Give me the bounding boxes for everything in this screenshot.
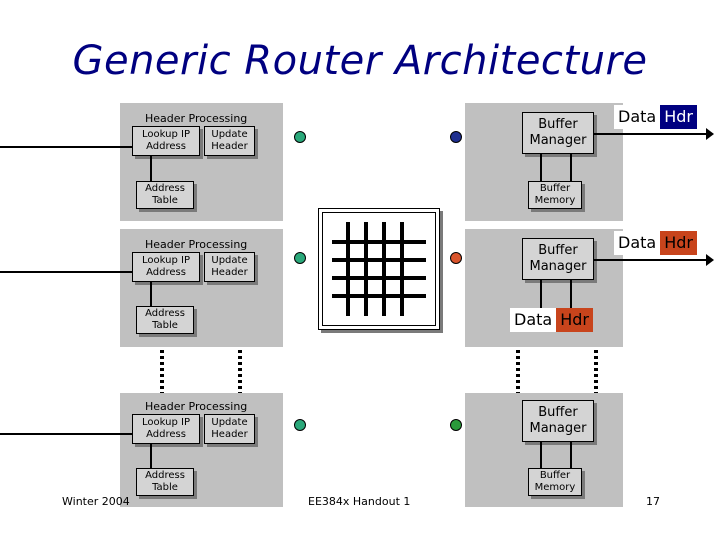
footer-date: Winter 2004 [62,495,130,508]
input-line [0,146,132,148]
lookup-ip-address-box: Lookup IP Address [132,126,200,156]
address-table-box: Address Table [136,306,194,334]
output-arrowhead [706,254,714,266]
packet-data-label: Data [614,105,661,129]
output-arrowhead [706,128,714,140]
buffer-manager-box: Buffer Manager [522,112,594,154]
egress-port-dot [450,252,462,264]
footer-page-number: 17 [646,495,660,508]
switch-fabric-inner [322,212,436,326]
header-processing-label: Header Processing [145,112,248,125]
address-table-box: Address Table [136,468,194,496]
header-processing-label: Header Processing [145,238,248,251]
header-processing-label: Header Processing [145,400,248,413]
lookup-ip-address-box: Lookup IP Address [132,252,200,282]
address-table-box: Address Table [136,181,194,209]
buffer-memory-box: Buffer Memory [528,181,582,209]
lookup-table-connector [150,156,152,181]
packet-2: Data Hdr [614,231,697,255]
packet-header-label: Hdr [660,231,697,255]
lookup-table-connector [150,282,152,306]
update-header-box: Update Header [204,414,255,444]
egress-port-dot [450,131,462,143]
manager-packet-connector [540,280,542,308]
ellipsis-dots [516,350,520,396]
input-line [0,433,132,435]
footer-handout: EE384x Handout 1 [308,495,411,508]
lookup-ip-address-box: Lookup IP Address [132,414,200,444]
crossbar-icon [332,222,426,316]
slide-title: Generic Router Architecture [72,38,648,84]
output-line [594,133,710,135]
ingress-port-dot [294,131,306,143]
output-line [594,259,710,261]
packet-header-label: Hdr [660,105,697,129]
switch-fabric-frame [318,208,440,330]
packet-header-label: Hdr [556,308,593,332]
ingress-port-dot [294,419,306,431]
manager-memory-connector [570,442,572,468]
packet-data-label: Data [510,308,557,332]
packet-3: Data Hdr [510,308,593,332]
ellipsis-dots [160,350,164,396]
manager-memory-connector [570,154,572,181]
lookup-table-connector [150,444,152,468]
ingress-port-dot [294,252,306,264]
egress-port-dot [450,419,462,431]
input-line [0,271,132,273]
buffer-memory-box: Buffer Memory [528,468,582,496]
packet-data-label: Data [614,231,661,255]
update-header-box: Update Header [204,126,255,156]
manager-memory-connector [540,154,542,181]
buffer-manager-box: Buffer Manager [522,238,594,280]
manager-memory-connector [540,442,542,468]
buffer-manager-box: Buffer Manager [522,400,594,442]
manager-packet-connector [570,280,572,308]
packet-1: Data Hdr [614,105,697,129]
update-header-box: Update Header [204,252,255,282]
ellipsis-dots [594,350,598,396]
ellipsis-dots [238,350,242,396]
